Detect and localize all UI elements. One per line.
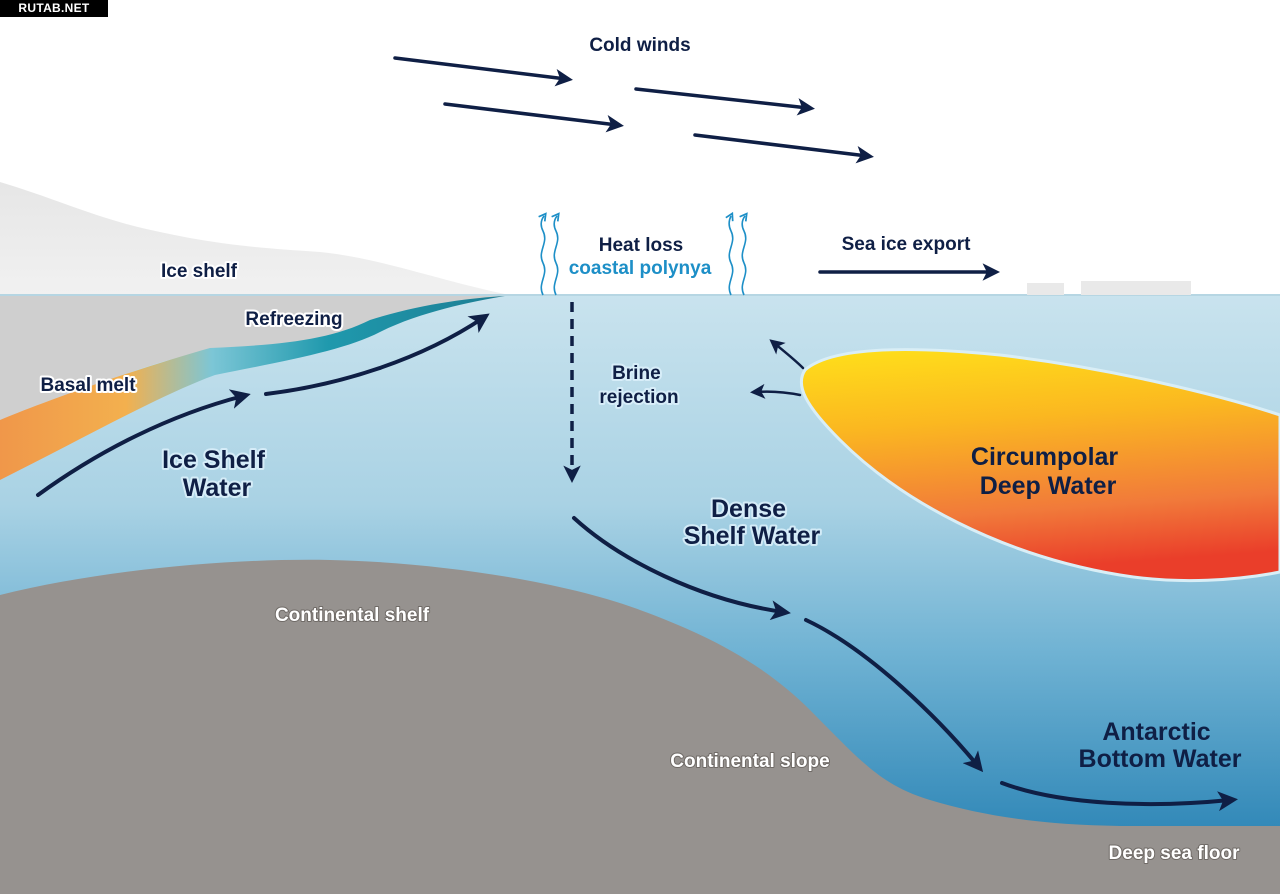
continental-seafloor (0, 559, 1280, 894)
cdw-line-1: Circumpolar (971, 443, 1119, 471)
antarctic-bottom-water-label: Antarctic Bottom Water (1079, 718, 1242, 773)
flow-arrow-icon (1000, 781, 1238, 812)
continental-slope-label: Continental slope (670, 751, 829, 772)
flow-arrow-icon (264, 313, 490, 396)
sea-ice-floe (1027, 283, 1064, 295)
dense-shelf-water-line-1: Dense (711, 495, 786, 523)
aabw-line-1: Antarctic (1102, 718, 1210, 746)
heat-wave-icon (739, 212, 748, 296)
wind-arrow-icon (443, 102, 624, 133)
coastal-polynya-label: coastal polynya (569, 258, 712, 279)
heat-wave-icon (725, 211, 734, 296)
deep-sea-floor-label: Deep sea floor (1109, 843, 1241, 864)
dense-shelf-water-label: Dense Shelf Water (684, 495, 821, 550)
circumpolar-deep-water-label: Circumpolar Deep Water (971, 443, 1125, 500)
refreezing-label: Refreezing (245, 309, 342, 330)
heat-loss-label: Heat loss (599, 235, 683, 256)
continental-shelf-label: Continental shelf (275, 605, 430, 626)
wind-arrow-icon (693, 133, 874, 164)
ice-shelf-label: Ice shelf (161, 261, 238, 282)
dense-water-flow (572, 516, 1238, 812)
brine-rejection-line-1: Brine (612, 363, 661, 384)
ice-shelf (0, 182, 505, 294)
circumpolar-deep-water-body (799, 348, 1280, 583)
flow-arrow-icon (750, 383, 802, 399)
cold-winds-arrows (393, 56, 874, 164)
aabw-line-2: Bottom Water (1079, 745, 1242, 773)
wind-arrow-icon (634, 87, 815, 116)
ice-shelf-water-label: Ice Shelf Water (162, 446, 272, 502)
watermark: RUTAB.NET (0, 0, 108, 17)
brine-rejection-label: Brine rejection (599, 363, 678, 408)
flow-arrow-icon (572, 516, 791, 621)
heat-loss-arrows (538, 211, 748, 296)
flow-arrow-icon (804, 618, 984, 773)
sea-ice-floe (1081, 281, 1191, 295)
sea-ice-export-label: Sea ice export (842, 234, 972, 255)
cdw-line-2: Deep Water (980, 472, 1117, 500)
basal-melt-refreezing-band (0, 296, 505, 480)
basal-melt-label: Basal melt (40, 375, 136, 396)
cold-winds-label: Cold winds (589, 35, 690, 56)
cdw-upwelling-arrows (750, 339, 805, 399)
flow-arrow-icon (36, 389, 251, 497)
ice-shelf-water-flow (36, 313, 490, 497)
wind-arrow-icon (393, 56, 573, 87)
heat-wave-icon (551, 212, 560, 296)
heat-wave-icon (538, 212, 547, 296)
ice-shelf-water-line-2: Water (183, 474, 252, 502)
ice-shelf-submerged (0, 296, 505, 420)
flow-arrow-icon (769, 339, 805, 370)
brine-rejection-line-2: rejection (599, 387, 678, 408)
ice-shelf-water-line-1: Ice Shelf (162, 446, 265, 474)
dense-shelf-water-line-2: Shelf Water (684, 522, 821, 550)
